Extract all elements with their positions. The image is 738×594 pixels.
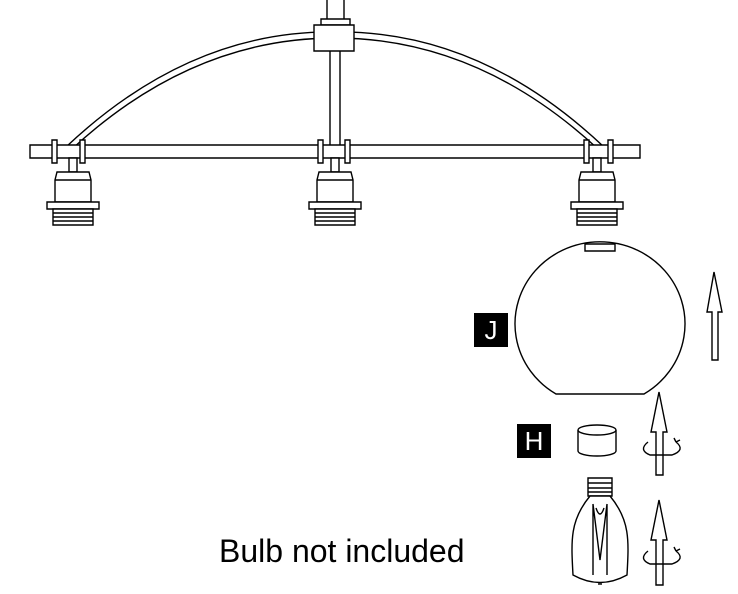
- top-stem: [321, 0, 350, 25]
- horizontal-bar: [30, 140, 640, 163]
- center-post: [314, 25, 354, 145]
- rotate-arrow-icon: [643, 547, 680, 564]
- part-label-j: J: [474, 313, 508, 347]
- shade-cap: [578, 425, 616, 456]
- bulb-icon: [572, 478, 628, 584]
- rotate-arrow-icon: [643, 438, 680, 455]
- socket-right: [570, 157, 624, 226]
- up-arrow-icon: [651, 392, 667, 475]
- bulb-note: Bulb not included: [219, 533, 465, 569]
- up-arrow-icon: [651, 500, 667, 585]
- arch-frame: [66, 32, 604, 149]
- socket-left: [46, 157, 100, 226]
- part-label-h: H: [517, 424, 551, 458]
- up-arrow-icon: [707, 272, 722, 360]
- glass-globe-shade: [515, 242, 685, 394]
- socket-center: [308, 157, 362, 226]
